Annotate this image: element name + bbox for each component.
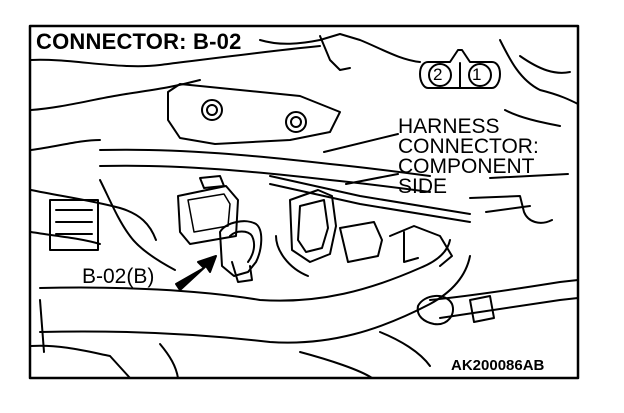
engine-contour <box>159 343 179 379</box>
connector-lock <box>199 175 225 189</box>
connector-housing <box>177 185 239 245</box>
engine-contour <box>319 35 351 71</box>
harness-label-line: COMPONENT <box>398 155 535 178</box>
harness-label-line: CONNECTOR: <box>398 135 539 158</box>
harness-label-line: SIDE <box>398 175 448 198</box>
pipe <box>269 183 471 223</box>
main-hose <box>403 231 419 263</box>
harness-connector-label: HARNESS CONNECTOR: COMPONENT SIDE <box>398 115 539 198</box>
engine-contour <box>30 79 201 111</box>
pin-2-label: 2 <box>433 65 443 84</box>
component-connector <box>339 221 383 263</box>
component-connector <box>289 189 337 263</box>
leader-line <box>323 133 399 153</box>
engine-contour <box>39 299 45 353</box>
engine-contour <box>30 344 131 379</box>
engine-block-part <box>49 199 99 251</box>
engine-contour <box>30 45 321 68</box>
main-hose <box>39 255 471 344</box>
diagram-title: CONNECTOR: B-02 <box>36 29 242 54</box>
leader-line <box>489 173 569 179</box>
pipe <box>439 297 579 319</box>
pipe <box>99 148 431 177</box>
pin-2-circle <box>428 63 452 87</box>
sensor-connector <box>231 261 253 283</box>
engine-contour <box>379 331 431 367</box>
engine-contour <box>504 109 561 127</box>
connector-housing <box>187 193 231 233</box>
pin-diagram-outline <box>419 49 501 89</box>
bracket-bolt <box>290 116 302 128</box>
engine-contour <box>30 139 101 151</box>
component-connector <box>297 199 329 253</box>
bracket-bolt <box>201 99 223 121</box>
main-hose <box>39 239 451 302</box>
pipe-clamp <box>416 295 454 326</box>
pin-1-label: 1 <box>472 65 482 84</box>
bracket-bolt <box>206 104 218 116</box>
hose <box>30 189 157 241</box>
figure-frame <box>28 24 580 380</box>
leader-line <box>469 195 553 224</box>
pipe <box>99 164 431 193</box>
bracket-bolt <box>285 111 307 133</box>
engine-contour <box>299 351 373 379</box>
engine-contour <box>499 39 579 105</box>
hose <box>99 179 176 271</box>
leader-line <box>485 205 531 213</box>
pipe-clamp <box>469 295 495 323</box>
pin-1-circle <box>468 63 492 87</box>
engine-contour <box>519 55 571 74</box>
main-hose <box>389 225 453 267</box>
pointer-arrow <box>175 255 217 291</box>
engine-contour <box>55 209 93 235</box>
figure-id: AK200086AB <box>451 357 545 374</box>
hose <box>30 231 101 245</box>
pipe <box>269 175 471 215</box>
sensor-connector <box>219 220 263 277</box>
sensor-connector <box>229 230 256 263</box>
pipe <box>429 279 579 301</box>
connector-callout-label: B-02(B) <box>82 265 155 288</box>
leader-line <box>345 173 399 185</box>
engine-contour <box>259 33 421 63</box>
mounting-bracket <box>167 83 341 145</box>
component-connector <box>275 235 309 277</box>
harness-label-line: HARNESS <box>398 115 500 138</box>
